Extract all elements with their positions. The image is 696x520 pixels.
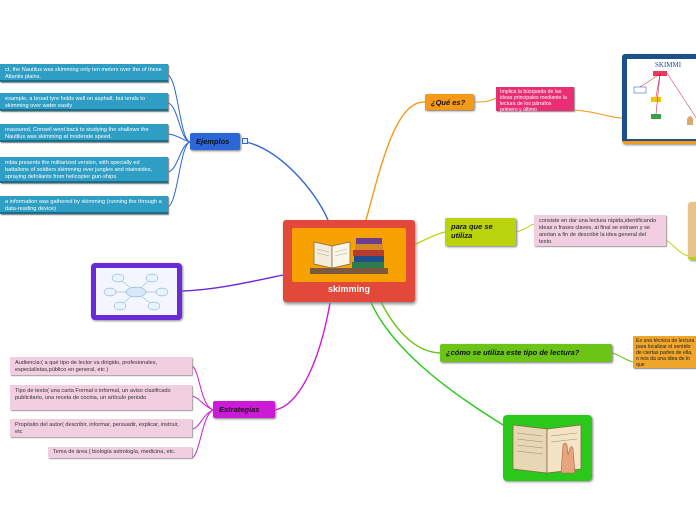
branch-para-que[interactable]: para que se utiliza <box>445 218 516 246</box>
open-book-hand-icon <box>512 424 582 474</box>
book-reading-image-right[interactable] <box>688 202 696 260</box>
ejemplo-item-3[interactable]: reassured, Conseil went back to studying… <box>0 124 168 142</box>
branch-como[interactable]: ¿cómo se utiliza este tipo de lectura? <box>440 344 612 362</box>
central-label: skimming <box>327 284 370 294</box>
estrategia-item-3[interactable]: Propósito del autor( describir, informar… <box>10 419 192 437</box>
branch-estrategias[interactable]: Estrategias <box>213 401 275 418</box>
ejemplo-item-1[interactable]: ct, the Nautilus was skimming only ten m… <box>0 64 168 82</box>
branch-que-es[interactable]: ¿Qué es? <box>425 94 474 110</box>
ejemplo-item-5[interactable]: a information was gathered by skimming (… <box>0 196 168 214</box>
estrategia-item-1[interactable]: Audiencia:( a qué tipo de lector va diri… <box>10 357 192 375</box>
para-que-leaf[interactable]: consiste en dar una lectura rápida,ident… <box>534 215 666 246</box>
skimming-diagram-image[interactable]: SKIMMI <box>622 54 696 144</box>
branch-ejemplos[interactable]: Ejemplos <box>190 133 240 150</box>
estrategia-item-4[interactable]: Tema de área ( biología astrología, medi… <box>48 447 192 458</box>
ejemplo-item-2[interactable]: example, a broad tyre holds well on asph… <box>0 93 168 111</box>
ejemplos-collapse-toggle[interactable] <box>242 138 248 144</box>
ejemplo-item-4[interactable]: mbia presents the militarized version, w… <box>0 157 168 183</box>
que-es-leaf[interactable]: Implica la búsqueda de las ideas princip… <box>496 87 574 113</box>
mindmap-thumbnail-image[interactable] <box>91 263 182 320</box>
skimming-diagram-title: SKIMMI <box>655 61 682 69</box>
mini-mindmap-icon <box>633 71 696 125</box>
estrategia-item-2[interactable]: Tipo de texto( una carta Formal o inform… <box>10 385 192 410</box>
central-topic[interactable]: skimming <box>283 220 415 302</box>
mindmap-diagram-icon <box>103 273 169 311</box>
books-icon <box>310 238 388 274</box>
open-book-image[interactable] <box>503 415 592 481</box>
central-image <box>292 228 406 282</box>
como-leaf[interactable]: Es una técnica de lectura para localizar… <box>633 336 696 368</box>
